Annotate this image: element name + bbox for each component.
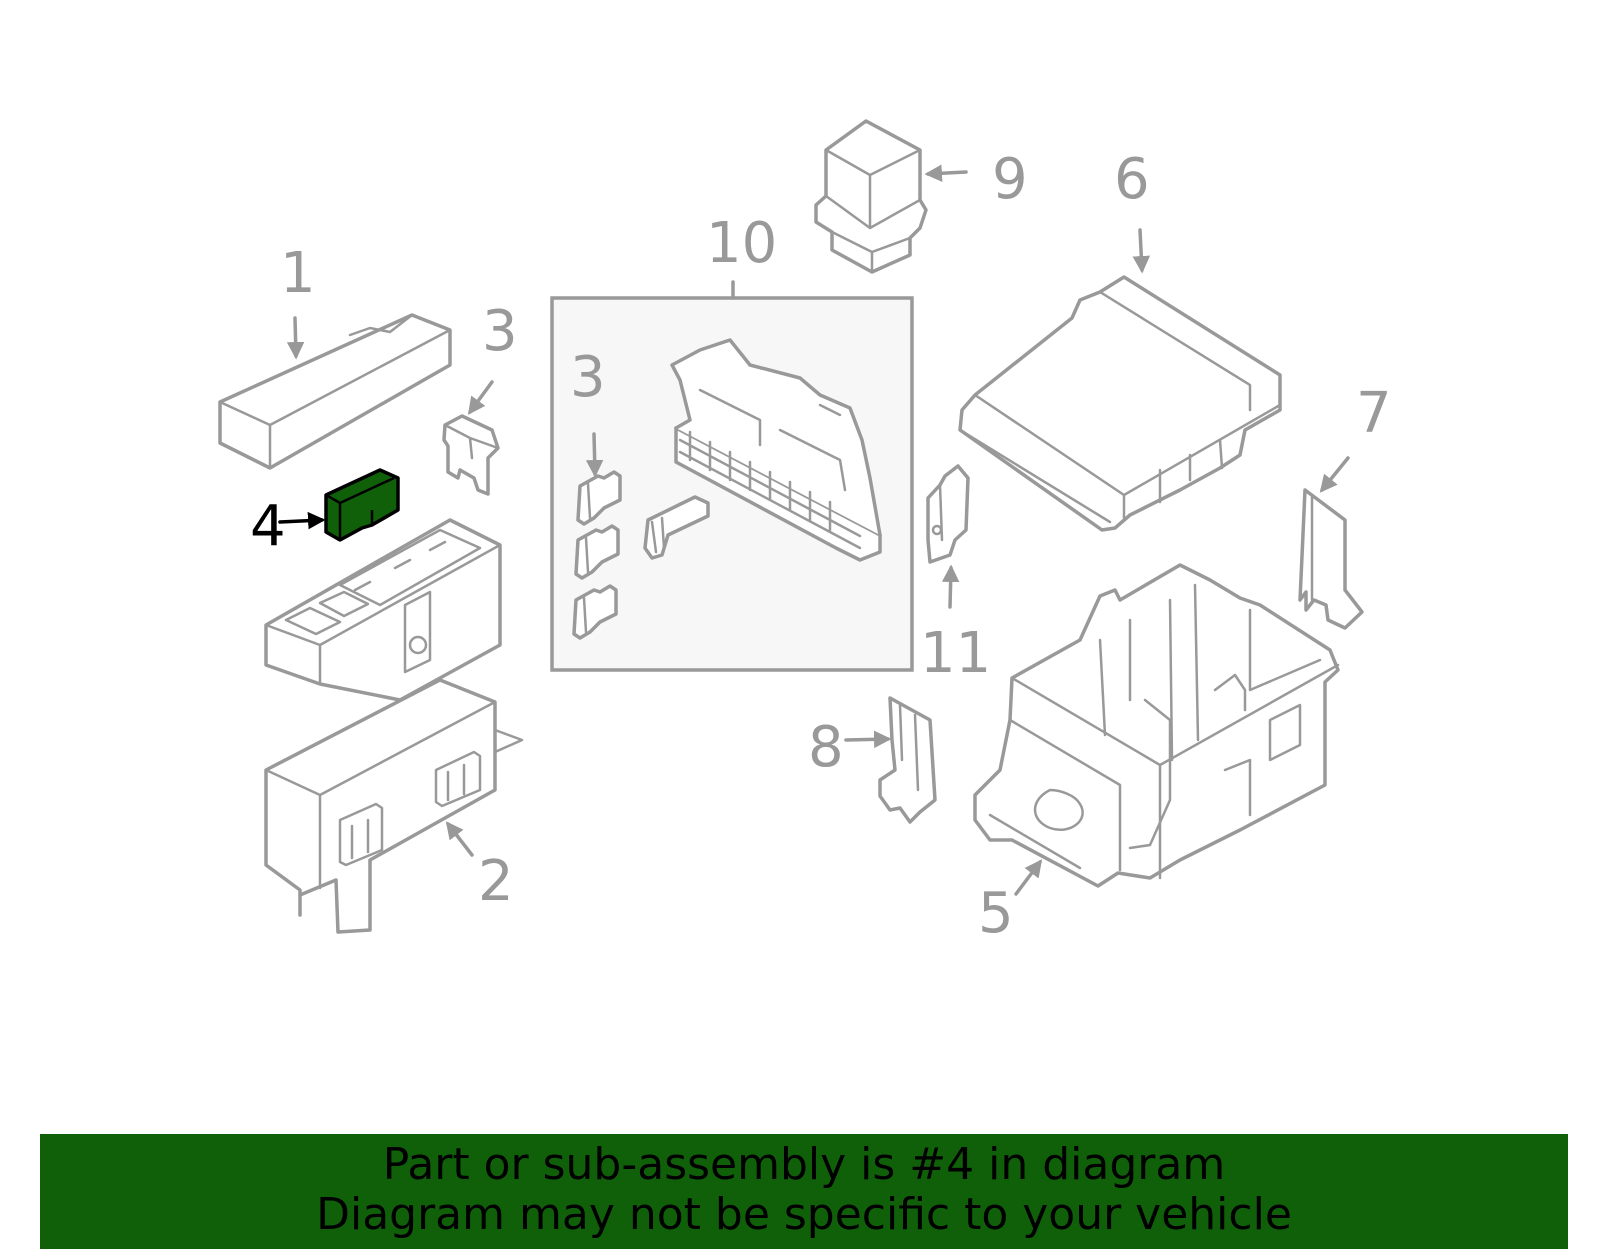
callout-6: 6	[1114, 147, 1150, 212]
callout-3-upper: 3	[482, 299, 518, 364]
callout-3-boxed: 3	[570, 345, 606, 410]
callout-9: 9	[992, 147, 1028, 212]
part-3-fuse	[442, 414, 500, 496]
part-6-cover	[958, 275, 1282, 532]
part-4-highlighted	[324, 468, 400, 542]
part-11-clip	[926, 464, 970, 564]
callout-10: 10	[706, 211, 777, 276]
callout-5: 5	[978, 881, 1014, 946]
part-7-bracket	[1298, 488, 1364, 630]
callout-1: 1	[280, 241, 316, 306]
part-9-relay	[814, 119, 928, 274]
part-8-bracket	[878, 696, 937, 824]
part-1-cover	[218, 313, 452, 470]
info-banner: Part or sub-assembly is #4 in diagram Di…	[40, 1134, 1568, 1249]
part-5-tray	[973, 563, 1340, 888]
callout-4-highlighted: 4	[250, 494, 286, 559]
callout-11: 11	[920, 621, 991, 686]
leader-lines	[278, 164, 1350, 896]
callout-2: 2	[478, 849, 514, 914]
banner-line-1: Part or sub-assembly is #4 in diagram	[382, 1139, 1226, 1190]
part-2-junction-block	[264, 518, 524, 934]
callout-7: 7	[1356, 381, 1392, 446]
callout-8: 8	[808, 715, 844, 780]
part-10-fuse-box-assembly	[550, 296, 914, 672]
banner-line-2: Diagram may not be specific to your vehi…	[316, 1189, 1292, 1240]
